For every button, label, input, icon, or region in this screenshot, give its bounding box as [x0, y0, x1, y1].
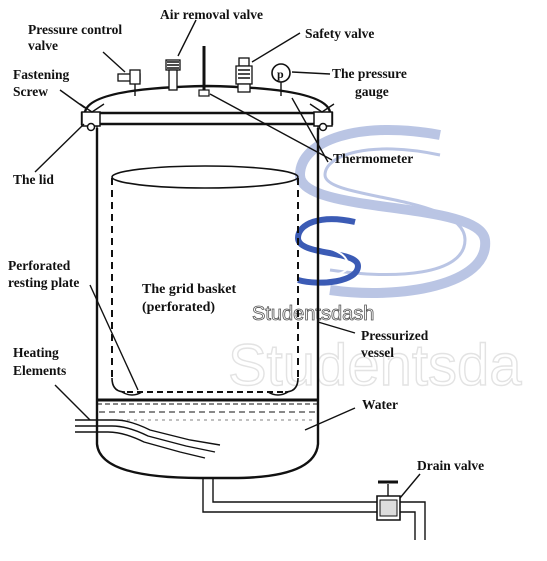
drain-valve: [202, 478, 426, 540]
label-pressurized-vessel-line2: vessel: [361, 345, 394, 360]
grid-basket: [111, 165, 299, 396]
label-grid-basket-line1: The grid basket: [142, 282, 236, 297]
watermark-logo-large: [294, 124, 491, 298]
pressure-gauge: p: [271, 63, 291, 96]
fastening-screw-right: [309, 103, 335, 132]
thermometer: [198, 46, 210, 97]
label-pressurized-vessel-line1: Pressurized: [361, 328, 429, 343]
label-pressure-control-valve-line1: Pressure control: [28, 22, 122, 37]
watermark-logo-small: [294, 216, 362, 286]
label-water: Water: [362, 397, 398, 412]
label-drain-valve: Drain valve: [417, 458, 484, 473]
label-fastening-screw-line2: Screw: [13, 84, 48, 99]
label-grid-basket-line2: (perforated): [142, 300, 215, 315]
label-heating-elements-line2: Elements: [13, 363, 66, 378]
label-heating-elements-line1: Heating: [13, 345, 59, 360]
water: [99, 411, 316, 421]
pressure-control-valve: [117, 69, 141, 96]
watermark-text-large: Studentsda: [228, 333, 522, 398]
label-pressure-gauge-line2: gauge: [355, 84, 389, 99]
label-perforated-plate-line1: Perforated: [8, 258, 71, 273]
leader-lines: [34, 19, 421, 499]
label-perforated-plate-line2: resting plate: [8, 275, 79, 290]
gauge-symbol: p: [277, 67, 284, 81]
perforated-resting-plate: [97, 398, 318, 405]
fastening-screw-left: [79, 103, 105, 132]
label-thermometer: Thermometer: [333, 151, 413, 166]
label-air-removal-valve: Air removal valve: [160, 7, 263, 22]
label-pressure-control-valve-line2: valve: [28, 38, 58, 53]
label-pressure-gauge-line1: The pressure: [332, 66, 407, 81]
label-fastening-screw-line1: Fastening: [13, 67, 70, 82]
label-lid: The lid: [13, 172, 54, 187]
watermark-text-small: Studentsdash: [252, 303, 374, 325]
air-removal-valve: [165, 59, 181, 91]
heating-elements: [75, 419, 221, 459]
safety-valve: [235, 57, 253, 93]
label-safety-valve: Safety valve: [305, 26, 374, 41]
